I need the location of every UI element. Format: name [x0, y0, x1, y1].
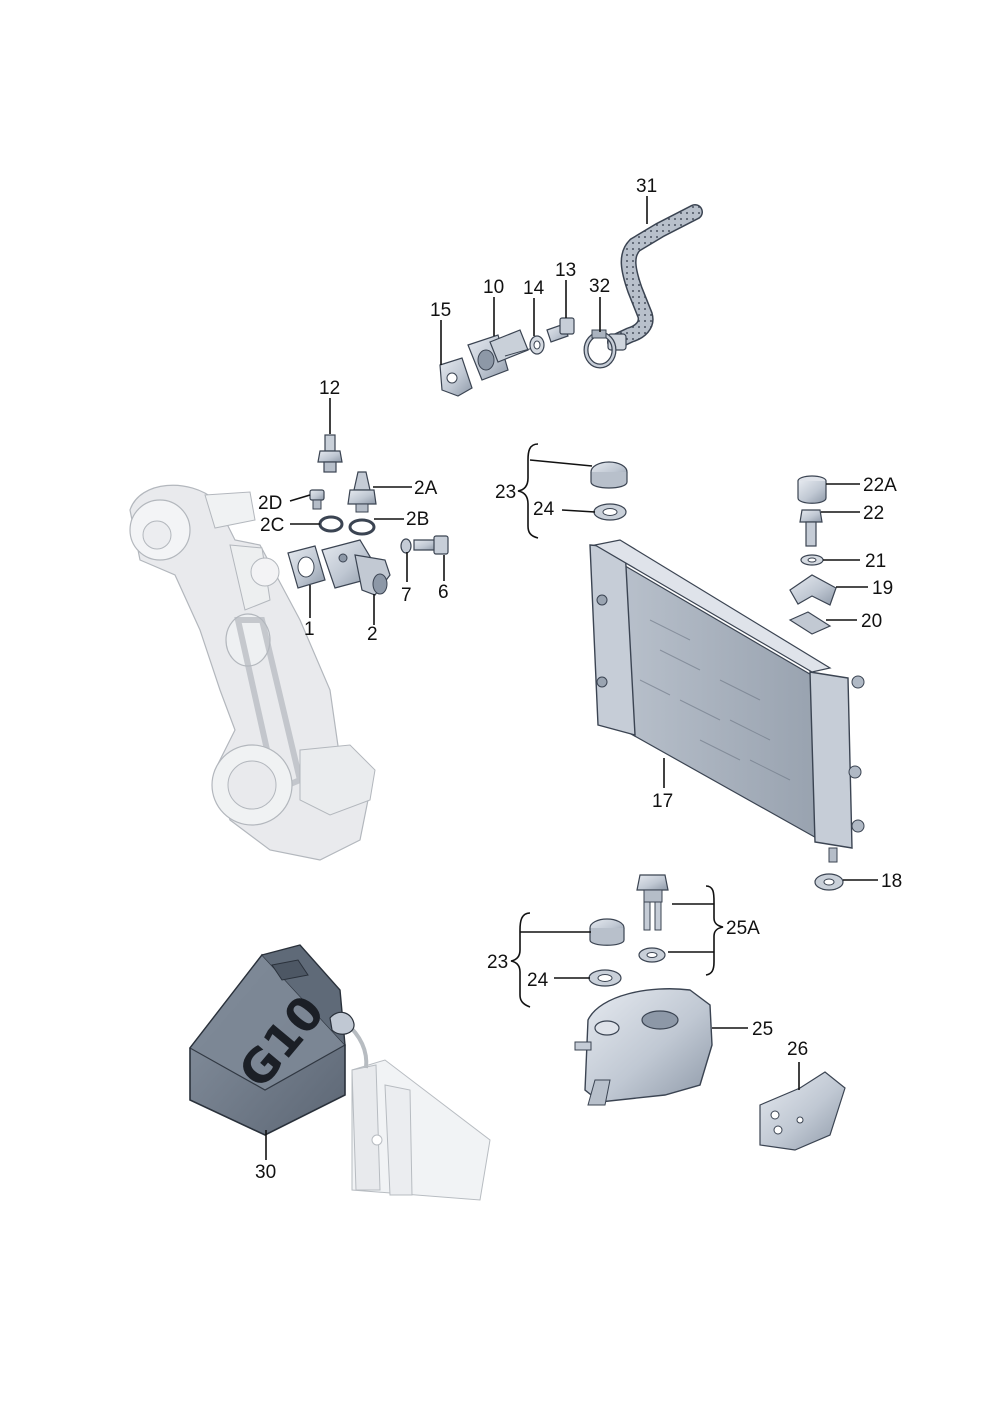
callout-22: 22	[863, 503, 884, 524]
seal-25a	[638, 947, 666, 963]
coolant-flange-10	[467, 329, 541, 381]
sender-2a	[347, 471, 377, 513]
callout-2a: 2A	[414, 478, 438, 499]
callout-25a: 25A	[726, 918, 760, 939]
bolt-6	[413, 535, 449, 555]
callout-2d: 2D	[258, 493, 282, 514]
callout-2b: 2B	[406, 509, 429, 530]
gasket-1	[287, 545, 326, 589]
callout-31: 31	[636, 176, 657, 197]
callout-10: 10	[483, 277, 504, 298]
callout-12: 12	[319, 378, 340, 399]
callout-22a: 22A	[863, 475, 897, 496]
callout-19: 19	[872, 578, 893, 599]
callout-1: 1	[304, 619, 315, 640]
washer-14	[529, 335, 545, 355]
temperature-sender-12	[317, 434, 343, 473]
callout-14: 14	[523, 278, 545, 299]
callout-2: 2	[367, 624, 378, 645]
gasket-15	[439, 357, 473, 397]
reservoir-cap-23-bottom	[589, 918, 625, 946]
bracket-19	[789, 574, 837, 606]
callout-25: 25	[752, 1019, 773, 1040]
callout-20: 20	[861, 611, 882, 632]
engine-block-background	[129, 484, 376, 861]
callout-2c: 2C	[260, 515, 284, 536]
leader-lines	[265, 196, 878, 1160]
o-ring-2c	[318, 515, 344, 533]
expansion-tank-25	[574, 988, 713, 1106]
callout-21: 21	[865, 551, 886, 572]
rubber-buffer-22a	[797, 475, 827, 504]
callout-23-top: 23	[495, 482, 516, 503]
callout-23-bottom: 23	[487, 952, 508, 973]
bolt-13	[546, 317, 575, 343]
seal-24-bottom	[588, 969, 622, 987]
callout-26: 26	[787, 1039, 808, 1060]
callout-24-bottom: 24	[527, 970, 549, 991]
screw-plug-2d	[309, 489, 325, 510]
radiator-cap-23-top	[590, 461, 628, 489]
callout-labels: 31 32 13 14 10 15 12 2D 2C 2A 2B 7 6 1 2…	[255, 176, 902, 1183]
callout-30: 30	[255, 1162, 276, 1183]
callout-13: 13	[555, 260, 576, 281]
level-sender-25a	[636, 874, 669, 931]
callout-6: 6	[438, 582, 449, 603]
coolant-hose-31	[607, 204, 703, 351]
bolt-22	[799, 509, 823, 547]
callout-24-top: 24	[533, 499, 555, 520]
seal-24-top	[593, 503, 627, 521]
radiator-fill-detail	[343, 1020, 491, 1201]
callout-18: 18	[881, 871, 902, 892]
o-ring-2b	[348, 518, 376, 536]
radiator-17	[589, 539, 865, 863]
coolant-flange-2	[321, 539, 391, 596]
washer-7	[400, 538, 412, 554]
washer-21	[800, 554, 824, 566]
seal-18	[814, 873, 844, 891]
callout-32: 32	[589, 276, 610, 297]
callout-7: 7	[401, 585, 412, 606]
hose-clamp-32	[583, 329, 617, 369]
coolant-canister-30: G10	[189, 944, 355, 1136]
callout-17: 17	[652, 791, 673, 812]
callout-15: 15	[430, 300, 451, 321]
bracket-26	[759, 1071, 846, 1151]
plate-20	[788, 611, 832, 635]
